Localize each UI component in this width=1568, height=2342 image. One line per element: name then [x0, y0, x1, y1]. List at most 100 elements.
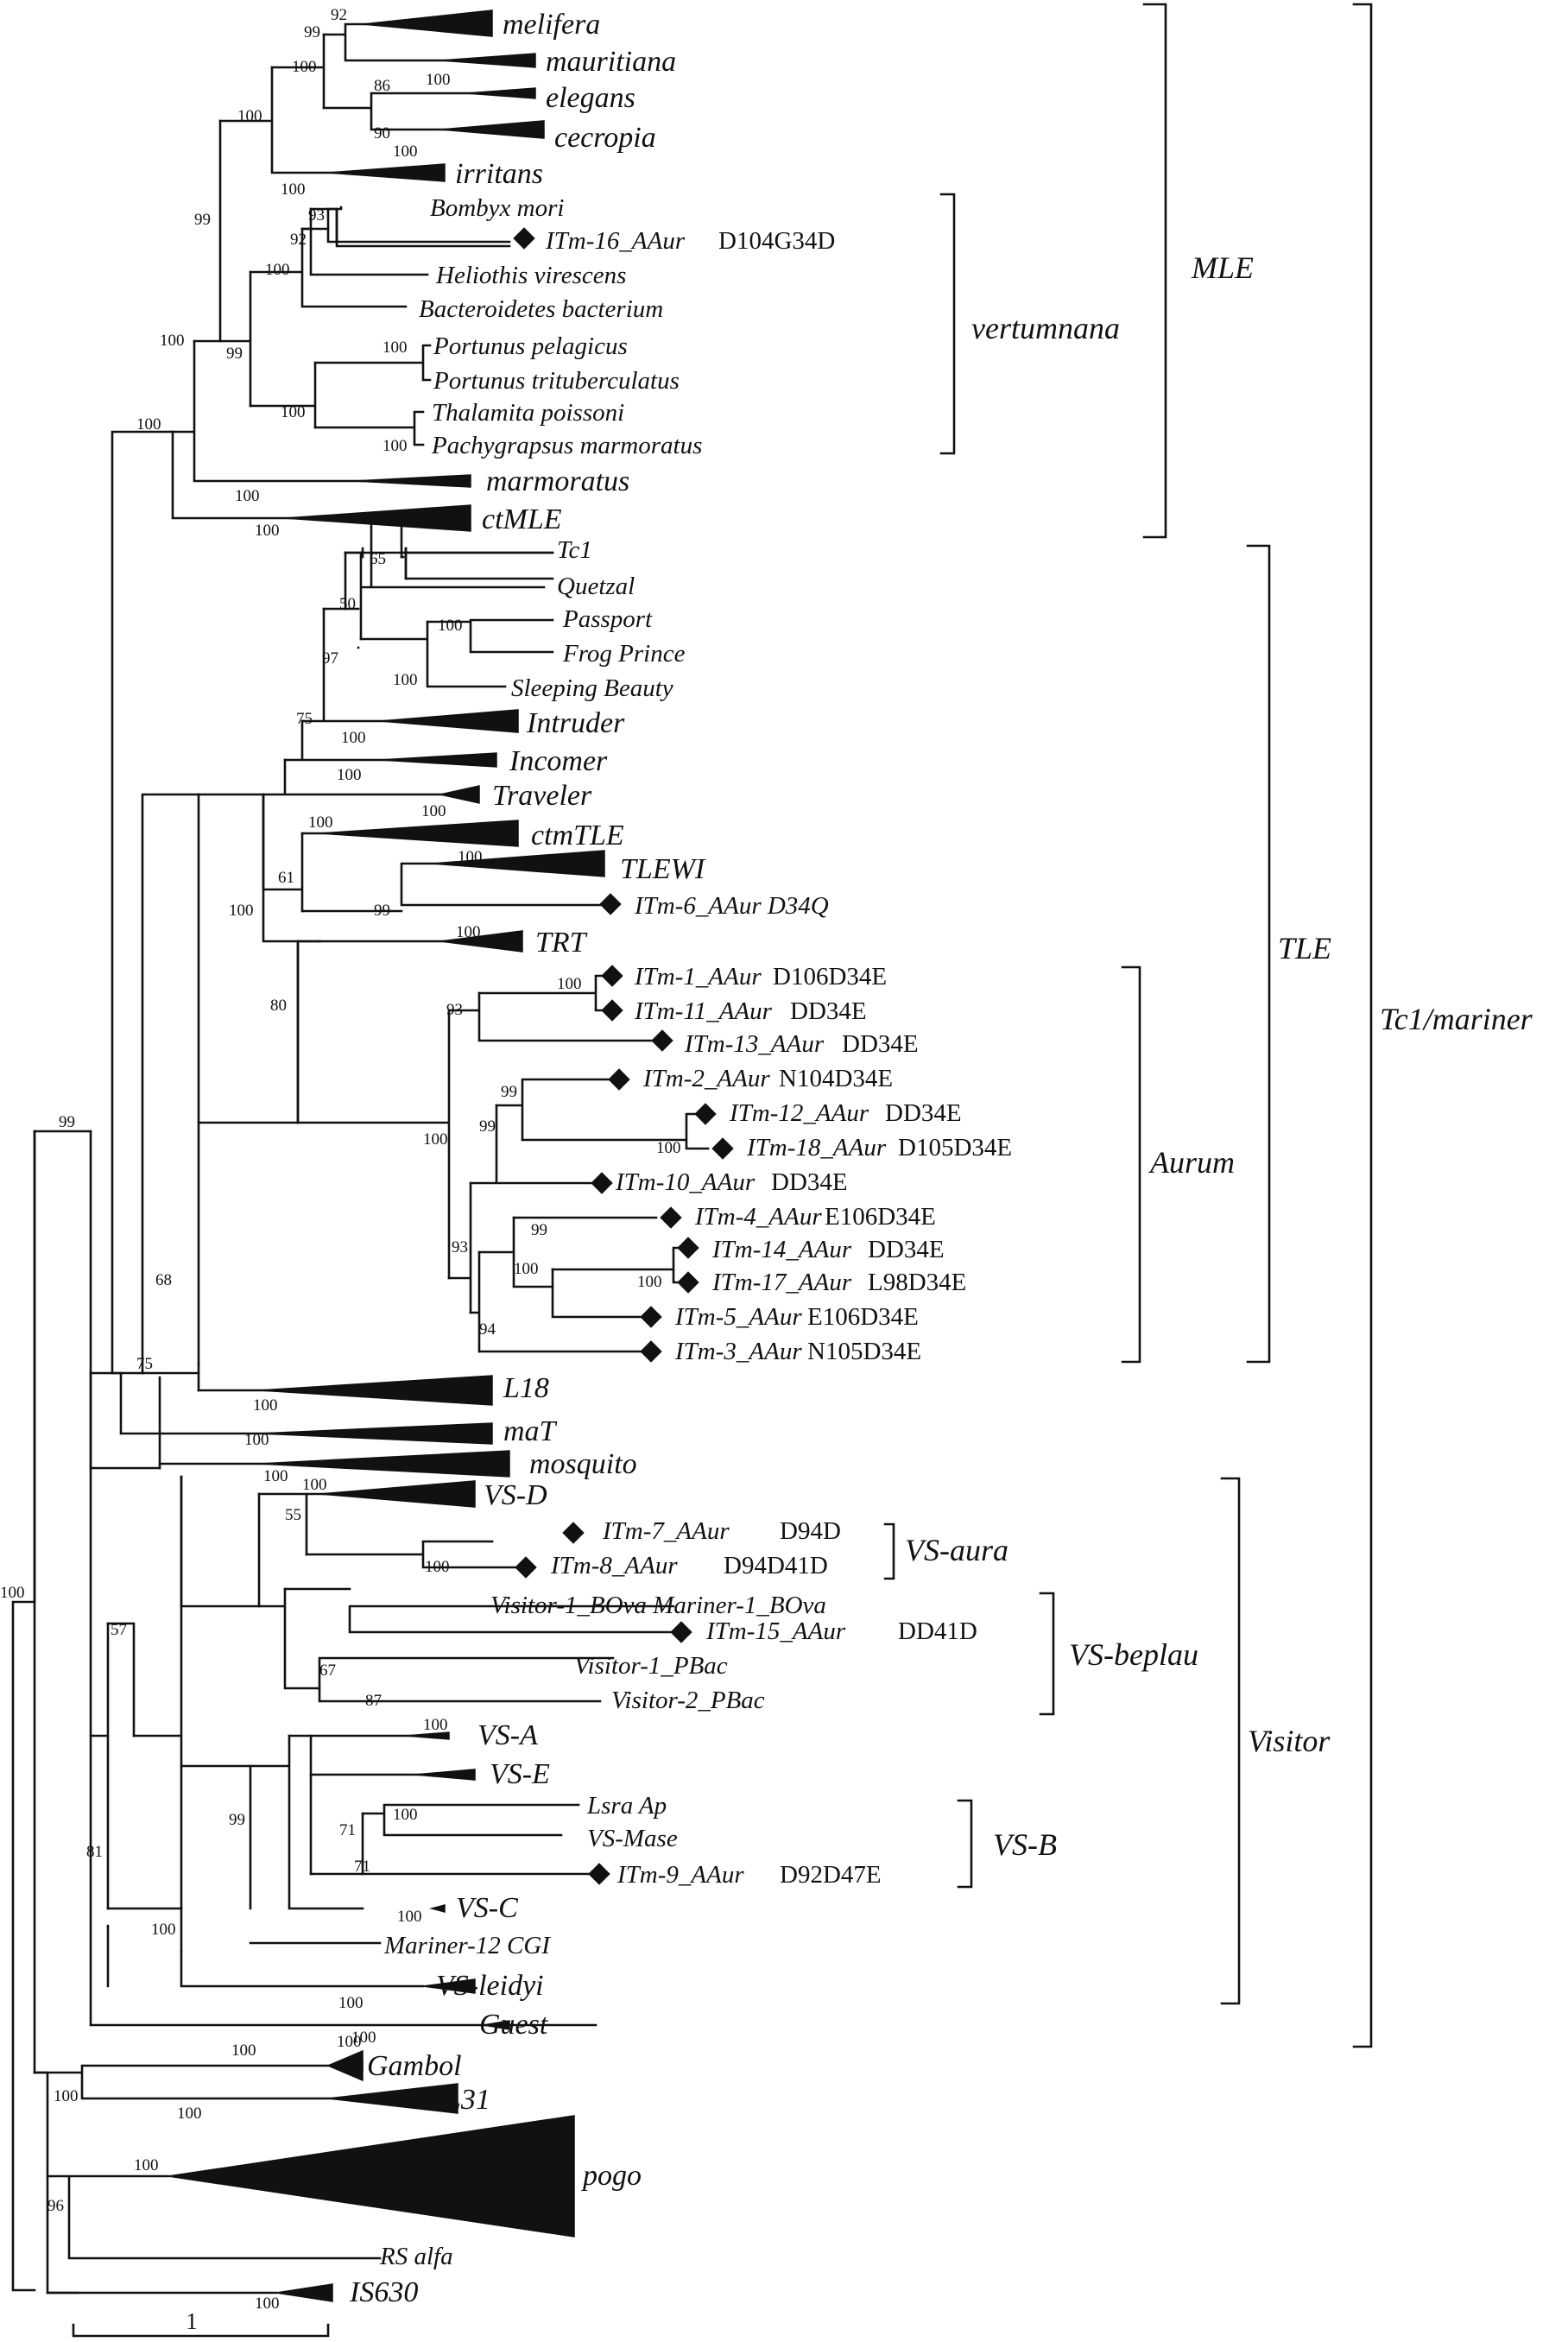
group-label-vs-b: VS-B	[993, 1827, 1057, 1862]
label-pachygrapsus: Pachygrapsus marmoratus	[431, 432, 702, 459]
bootstrap-label: 75	[136, 1355, 153, 1373]
label-trt: TRT	[535, 927, 588, 959]
bootstrap-label: 100	[263, 1467, 288, 1485]
bootstrap-label: 75	[296, 710, 313, 728]
bootstrap-label: 100	[423, 1130, 448, 1149]
label-mariner-12: Mariner-12 CGI	[383, 1932, 551, 1959]
bootstrap-label: 92	[331, 6, 347, 24]
itm-diamond-5	[640, 1306, 662, 1328]
label-itm-10: ITm-10_AAur	[615, 1168, 756, 1196]
label-mosquito: mosquito	[529, 1448, 637, 1480]
itm-diamond-17	[677, 1271, 699, 1294]
label-is630: IS630	[349, 2276, 418, 2308]
itm-diamond-7	[562, 1522, 585, 1544]
bracket-vs-beplau	[1039, 1592, 1055, 1716]
label-mauritiana: mauritiana	[546, 46, 676, 78]
label-itm-11: ITm-11_AAur	[634, 997, 773, 1025]
motif-itm-18: D105D34E	[898, 1134, 1012, 1162]
bootstrap-label: 97	[322, 649, 338, 668]
label-heliothis: Heliothis virescens	[435, 262, 626, 289]
group-label-vs-aura: VS-aura	[905, 1533, 1008, 1567]
bootstrap-label: 100	[426, 71, 451, 89]
label-bombyx-mori: Bombyx mori	[430, 194, 564, 222]
label-itm-9: ITm-9_AAur	[616, 1861, 744, 1889]
label-itm-15: ITm-15_AAur	[705, 1617, 846, 1645]
label-vs-e: VS-E	[490, 1758, 550, 1790]
collapsed-clade-cecropia	[439, 120, 545, 139]
bootstrap-label: 96	[47, 2197, 64, 2215]
label-itm-8: ITm-8_AAur	[550, 1552, 678, 1579]
label-frog-prince: Frog Prince	[562, 640, 686, 668]
bootstrap-label: 100	[397, 1908, 422, 1926]
bootstrap-label: 100	[557, 975, 582, 993]
tree-branches	[11, 22, 710, 2295]
itm-diamond-16	[513, 227, 535, 250]
label-ctmle: ctMLE	[482, 503, 562, 535]
bootstrap-label: 100	[253, 1396, 278, 1415]
itm-diamond-9	[588, 1863, 610, 1885]
label-mat: maT	[503, 1415, 558, 1447]
collapsed-clade-vse	[414, 1769, 476, 1781]
bootstrap-label: 99	[531, 1221, 547, 1239]
bootstrap-label: 100	[458, 848, 483, 866]
group-label-tle: TLE	[1278, 931, 1331, 965]
label-rs-alfa: RS alfa	[379, 2243, 453, 2270]
scale-bar-line	[72, 2323, 330, 2338]
bootstrap-label: 100	[244, 1431, 269, 1449]
motif-itm-7: D94D	[780, 1517, 841, 1545]
collapsed-clade-ctmle	[284, 504, 471, 532]
collapsed-clade-elegans	[465, 87, 536, 99]
label-itm-18: ITm-18_AAur	[746, 1134, 887, 1162]
itm-diamond-11	[601, 999, 623, 1022]
label-itm-16: ITm-16_AAur	[545, 227, 686, 255]
group-label-vertumnana: vertumnana	[971, 311, 1120, 345]
bootstrap-label: 100	[337, 2033, 362, 2051]
group-label-tc1-mariner: Tc1/mariner	[1380, 1002, 1533, 1036]
itm-diamond-15	[670, 1621, 692, 1643]
collapsed-clade-vsd	[319, 1480, 476, 1508]
label-portunus-trituberculatus: Portunus trituberculatus	[433, 367, 680, 395]
bootstrap-label: 99	[501, 1083, 517, 1101]
label-visitor-2-pbac: Visitor-2_PBac	[611, 1687, 765, 1714]
collapsed-clade-is630	[275, 2283, 333, 2302]
motif-itm-10: DD34E	[771, 1168, 848, 1196]
bootstrap-label: 99	[59, 1113, 75, 1131]
label-passport: Passport	[562, 605, 653, 633]
label-marmoratus: marmoratus	[486, 465, 629, 497]
collapsed-clade-trt	[439, 930, 523, 953]
collapsed-clade-pogo	[168, 2115, 575, 2238]
bootstrap-label: 100	[423, 1716, 448, 1734]
label-itm-12: ITm-12_AAur	[729, 1099, 869, 1127]
group-label-visitor: Visitor	[1248, 1724, 1331, 1758]
bootstrap-label: 100	[231, 2041, 256, 2060]
collapsed-clade-irritans	[327, 163, 446, 182]
collapsed-clade-l18	[258, 1375, 493, 1406]
bootstrap-label: 100	[160, 332, 185, 350]
label-quetzal: Quetzal	[557, 573, 635, 600]
motif-itm-16: D104G34D	[718, 227, 835, 255]
label-thalamita: Thalamita poissoni	[432, 399, 624, 427]
collapsed-clade-intruder	[379, 709, 519, 733]
label-tc1: Tc1	[557, 536, 592, 564]
bootstrap-label: 100	[637, 1273, 662, 1291]
label-cecropia: cecropia	[554, 122, 656, 154]
bootstrap-label: 80	[270, 997, 287, 1015]
bootstrap-label: 100	[255, 522, 280, 540]
bootstrap-label: 100	[393, 142, 418, 161]
bootstrap-label: 71	[339, 1821, 356, 1839]
motif-itm-4: E106D34E	[825, 1203, 936, 1231]
motif-itm-3: N105D34E	[807, 1338, 921, 1365]
label-itm-4: ITm-4_AAur	[694, 1203, 822, 1231]
bootstrap-label: 57	[111, 1621, 127, 1639]
motif-itm-14: DD34E	[868, 1236, 945, 1263]
label-itm-17: ITm-17_AAur	[711, 1269, 852, 1296]
bootstrap-label: 100	[383, 437, 408, 455]
label-elegans: elegans	[546, 82, 635, 114]
label-irritans: irritans	[455, 158, 543, 190]
bootstrap-label: 100	[351, 2029, 376, 2047]
collapsed-clade-traveler	[439, 785, 480, 804]
label-itm-5: ITm-5_AAur	[674, 1303, 802, 1331]
collapsed-clade-mauritiana	[439, 53, 536, 68]
label-tlewi: TLEWI	[620, 853, 706, 885]
bootstrap-label: 99	[226, 345, 243, 363]
